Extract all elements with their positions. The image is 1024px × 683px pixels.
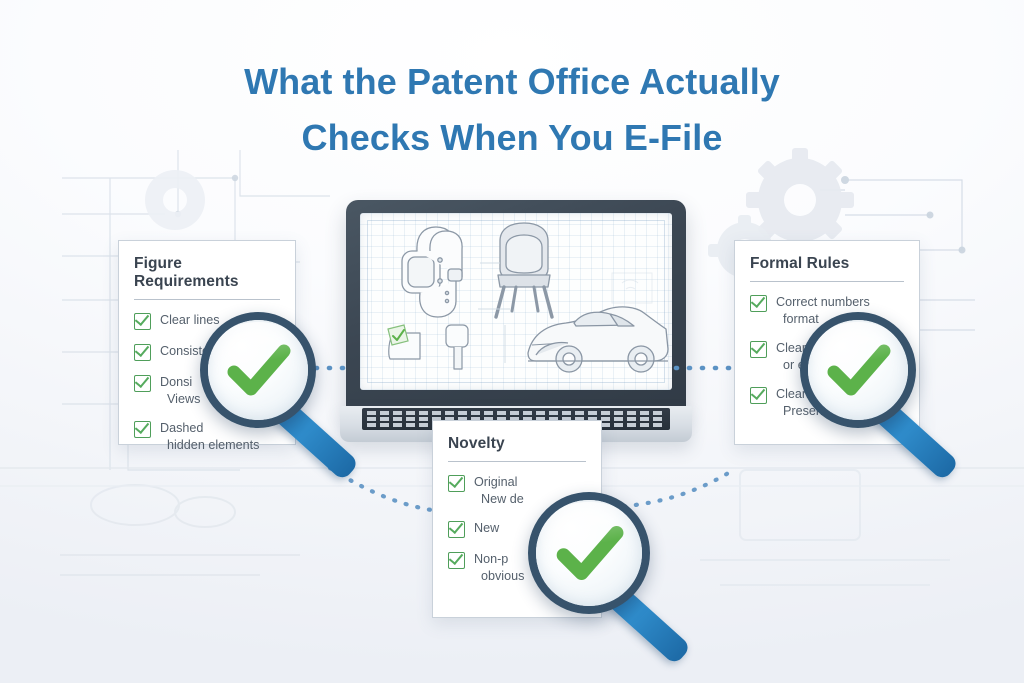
title-line-2: Checks When You E-File: [301, 116, 723, 158]
magnifier-right: [800, 312, 990, 492]
laptop-lid: [346, 200, 686, 412]
card-title: Formal Rules: [750, 255, 850, 272]
checklist-item: Clear lines: [134, 312, 280, 330]
checkbox-checked-icon: [448, 521, 465, 539]
lens-gloss: [812, 322, 904, 382]
checkbox-checked-icon: [750, 341, 767, 359]
checklist-label-sub: New de: [481, 491, 524, 506]
checkbox-checked-icon: [134, 313, 151, 330]
patent-drawings-svg: [387, 222, 669, 373]
checklist-label-sub: hidden elements: [167, 437, 260, 452]
checklist-label: Donsi Views: [160, 374, 200, 407]
checklist-item: Non-p obvious: [448, 551, 586, 584]
title-line-1: What the Patent Office Actually: [244, 61, 780, 102]
card-title: Figure Requirements: [134, 255, 239, 290]
card-divider: [750, 281, 904, 282]
screen-frame: [367, 220, 665, 383]
checklist-label-main: Donsi: [160, 375, 193, 389]
small-device-drawing: [445, 324, 469, 370]
magnifier-bottom: [528, 492, 718, 672]
checklist-label-sub: format: [783, 311, 819, 326]
checklist-label: Clear lines: [160, 313, 220, 327]
checklist-label-main: Original: [474, 475, 518, 489]
checkbox-checked-icon: [134, 375, 151, 392]
checklist-label-main: Non-p: [474, 552, 509, 567]
magnifier-rim: [528, 492, 650, 614]
checklist-item: Original New de: [448, 474, 586, 507]
card-title: Novelty: [448, 435, 505, 452]
checklist-item: Dashed hidden elements: [134, 420, 280, 453]
page-title: What the Patent Office Actually Checks W…: [0, 54, 1024, 166]
lens-gloss: [540, 502, 638, 566]
card-divider: [134, 299, 280, 300]
checklist-label: New: [474, 521, 500, 536]
laptop-screen: [360, 213, 672, 390]
tag-check-icon: [387, 324, 409, 346]
checklist-item: New: [448, 520, 586, 539]
magnifier-lens: [536, 500, 642, 606]
magnifier-lens: [208, 320, 308, 420]
magnifier-rim: [200, 312, 316, 428]
checkbox-checked-icon: [750, 295, 767, 312]
laptop-illustration: [340, 200, 692, 445]
checkbox-checked-icon: [448, 475, 465, 492]
lens-gloss: [212, 322, 304, 382]
armchair-drawing: [494, 222, 554, 319]
checkbox-checked-icon: [448, 552, 465, 570]
smartwatch-drawing: [401, 226, 463, 318]
checklist-item: Donsi Views: [134, 374, 280, 407]
checklist-label: Correct numbers format: [776, 294, 870, 327]
car-drawing: [527, 306, 669, 373]
checklist-label-main: Dashed: [160, 421, 204, 436]
checkbox-checked-icon: [134, 421, 151, 439]
checklist-label-sub: obvious: [481, 568, 525, 583]
card-divider: [448, 461, 586, 462]
magnifier-lens: [808, 320, 908, 420]
checklist-label-sub: Views: [167, 391, 201, 406]
checkbox-checked-icon: [750, 387, 767, 405]
magnifier-left: [200, 312, 390, 492]
magnifier-rim: [800, 312, 916, 428]
checklist-item: Correct numbers format: [750, 294, 904, 327]
checklist-label: Non-p obvious: [474, 551, 524, 584]
checklist-label-main: Clear: [776, 341, 807, 356]
checkbox-checked-icon: [134, 344, 151, 361]
checklist-label-main: Correct numbers: [776, 295, 870, 309]
checklist-label: Dashed hidden elements: [160, 420, 259, 453]
checklist-label: Original New de: [474, 474, 524, 507]
